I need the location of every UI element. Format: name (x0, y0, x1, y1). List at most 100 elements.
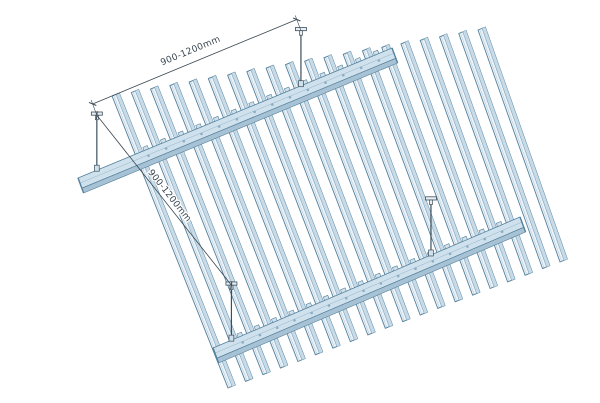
carrier-hole (306, 88, 310, 92)
dimension-tick (230, 281, 233, 290)
hanger-assembly (90, 111, 103, 172)
hanger-carrier-clip (298, 80, 304, 88)
slat-shade-face (212, 75, 323, 354)
ceiling-anchor-pin (299, 30, 303, 36)
carrier-hole (379, 282, 383, 285)
carrier-tooth (444, 243, 451, 250)
carrier-hole (275, 326, 279, 330)
slat-shade-face (231, 72, 341, 347)
carrier-hole (342, 73, 345, 77)
carrier-hole (293, 319, 296, 322)
baffle-slat (207, 75, 324, 356)
carrier-tooth (271, 317, 278, 323)
carrier-rails-group (77, 47, 527, 364)
baffle-slat (477, 26, 568, 263)
carrier-rail-bottom (212, 216, 527, 364)
slat-shade-face (289, 61, 393, 327)
carrier-hole (271, 103, 274, 106)
slat-shade-face (385, 44, 480, 294)
carrier-tooth (283, 86, 291, 93)
slat-fold-line (115, 94, 233, 387)
hangers-group (90, 27, 437, 342)
slat-shade-face (193, 79, 306, 360)
carrier-hole (483, 237, 487, 241)
carrier-tooth (177, 130, 185, 137)
carrier-hole (200, 132, 203, 136)
carrier-hole (217, 125, 221, 128)
dimension-line (96, 114, 232, 286)
slat-shade-face (405, 40, 498, 287)
baffle-slat (342, 50, 446, 309)
carrier-hole (500, 230, 504, 233)
slat-shade-face (366, 47, 463, 301)
carrier-tooth (195, 123, 202, 130)
carrier-hole (396, 274, 400, 278)
carrier-tooth (213, 115, 220, 122)
carrier-hole (362, 289, 365, 293)
slat-fold-line (113, 95, 230, 388)
carrier-tooth (354, 57, 362, 64)
carrier-tooth (142, 145, 149, 152)
carrier-tooth (478, 228, 486, 235)
carrier-tooth (288, 309, 295, 316)
carrier-tooth (322, 294, 330, 301)
baffle-slat (419, 36, 516, 283)
baffle-slat (227, 71, 341, 349)
hanger-assembly (425, 196, 437, 257)
carrier-tooth (392, 265, 399, 272)
slat-fold-line (460, 32, 545, 269)
slat-shade-face (308, 58, 410, 321)
carrier-hole (253, 110, 256, 114)
carrier-tooth (409, 258, 416, 264)
slat-shade-face (482, 27, 568, 261)
carrier-hole (241, 341, 244, 344)
slat-shade-face (462, 30, 550, 267)
carrier-tooth (236, 331, 244, 338)
baffle-slat (323, 54, 428, 316)
ceiling-anchor-plate (425, 196, 437, 201)
carrier-end-cap (519, 216, 527, 233)
slat-shade-face (424, 37, 515, 281)
baffle-slat (381, 43, 481, 296)
slat-fold-line (479, 29, 562, 262)
slat-fold-line (481, 28, 565, 261)
slat-fold-line (151, 88, 265, 375)
carrier-end-cap (212, 347, 220, 364)
carrier-hole (288, 96, 292, 99)
dimension-tick (88, 101, 97, 106)
carrier-hole (182, 139, 186, 143)
slat-fold-line (154, 87, 268, 374)
baffle-slat (188, 78, 306, 362)
carrier-hole (414, 267, 417, 271)
carrier-hole (431, 260, 435, 263)
carrier-hole (448, 252, 452, 256)
hanger-carrier-clip (94, 164, 100, 172)
carrier-fold-line (214, 221, 523, 354)
carrier-tooth (337, 64, 344, 71)
carrier-tooth (357, 280, 364, 287)
hanger-carrier-clip (428, 249, 434, 257)
carrier-tooth (461, 235, 468, 242)
carrier-hole (164, 147, 168, 150)
extension-line (294, 15, 302, 31)
carrier-hole (310, 311, 314, 315)
carrier-hole (345, 296, 348, 300)
carrier-tooth (340, 287, 347, 294)
carrier-tooth (266, 93, 273, 100)
slat-shade-face (347, 51, 445, 307)
baffle-slat (400, 40, 498, 289)
carrier-hole (147, 154, 150, 158)
slat-shade-face (154, 86, 271, 374)
dimension-tick (292, 17, 301, 22)
carrier-tooth (495, 221, 503, 227)
slat-shade-face (443, 33, 533, 274)
slat-shade-face (135, 89, 253, 380)
carrier-tooth (230, 108, 238, 115)
baffle-slat (458, 30, 551, 270)
carrier-rail-top (77, 47, 399, 194)
carrier-hole (235, 118, 239, 121)
carrier-hole (466, 245, 469, 248)
slat-shade-face (270, 65, 376, 334)
baffle-slat (361, 47, 463, 303)
